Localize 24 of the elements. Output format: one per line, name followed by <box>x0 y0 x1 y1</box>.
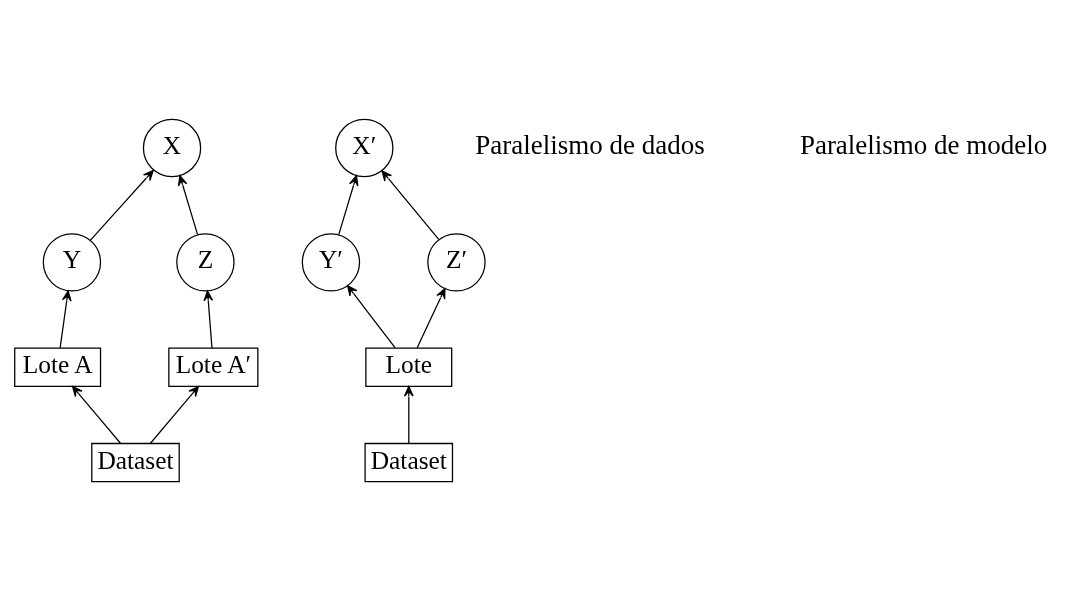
arrow <box>346 284 396 349</box>
node-box: Dataset <box>364 442 454 482</box>
node-box: Lote A′ <box>168 347 259 387</box>
node-box: Dataset <box>91 442 180 482</box>
arrow <box>71 385 122 444</box>
arrow <box>89 169 154 241</box>
arrow <box>203 289 214 349</box>
node-circle: Z′ <box>427 232 486 292</box>
arrow <box>403 385 414 444</box>
node-box: Lote <box>365 347 453 387</box>
label: Paralelismo de modelo <box>799 129 1048 160</box>
label: Paralelismo de dados <box>475 129 705 160</box>
arrow <box>416 287 446 349</box>
node-box: Lote A <box>14 347 102 387</box>
node-circle: Y <box>42 232 102 292</box>
arrow <box>59 289 72 349</box>
arrow <box>149 385 199 444</box>
arrow <box>177 174 199 235</box>
node-circle: Y′ <box>301 232 361 292</box>
node-circle: Z <box>176 232 235 292</box>
arrow <box>381 169 440 240</box>
node-circle: X′ <box>335 118 394 177</box>
arrow <box>338 174 359 235</box>
node-circle: X <box>142 118 202 177</box>
